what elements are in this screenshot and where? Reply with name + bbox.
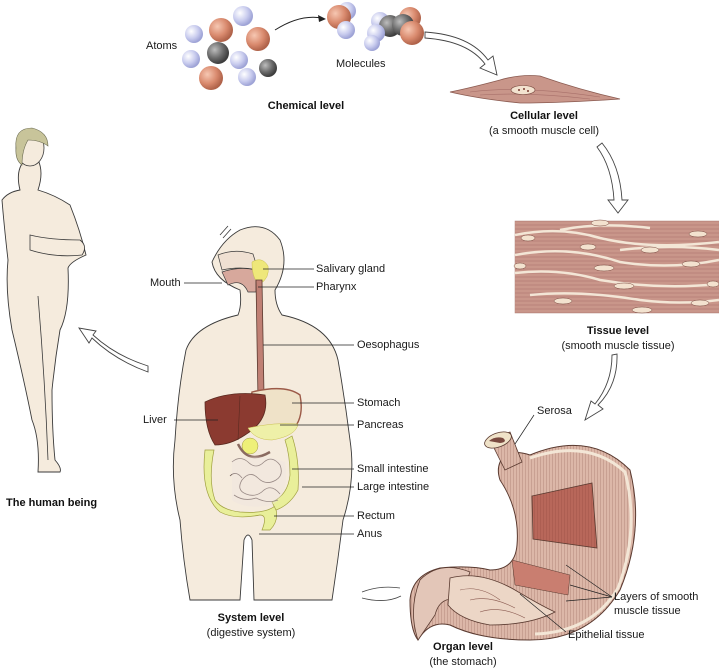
molecules-label: Molecules [336, 58, 386, 70]
system-leader-lines [174, 268, 354, 535]
arrowhead [318, 15, 326, 22]
atom-hydrogen [337, 21, 355, 39]
atoms-cluster [182, 6, 277, 90]
tissue-level-title: Tissue level [586, 325, 650, 337]
atoms-label: Atoms [146, 40, 178, 52]
system-level-subtitle: (digestive system) [206, 627, 296, 639]
atom-oxygen [209, 18, 233, 42]
muscle-leader-1 [565, 564, 613, 598]
atom-oxygen [246, 27, 270, 51]
layers-smooth-muscle-label-1: Layers of smooth [614, 591, 699, 603]
serosa-label: Serosa [537, 405, 572, 417]
human-figure [1, 127, 87, 473]
cellular-level-title: Cellular level [510, 110, 578, 122]
digestive-system-illustration [172, 225, 353, 601]
anus-label: Anus [357, 528, 383, 540]
smooth-muscle-tissue [513, 219, 719, 314]
organ-to-system-arrow [361, 586, 401, 593]
liver-label: Liver [143, 414, 167, 426]
organ-level-title: Organ level [433, 641, 493, 653]
atoms-to-molecules-arrow [274, 16, 323, 31]
chemical-level-title: Chemical level [267, 100, 345, 112]
salivary-gland-label: Salivary gland [316, 263, 386, 275]
layers-smooth-muscle-label-2: muscle tissue [614, 605, 681, 617]
human-hair [15, 127, 49, 166]
atom-hydrogen [364, 35, 380, 51]
atom-hydrogen [233, 6, 253, 26]
pharynx-label: Pharynx [316, 281, 357, 293]
molecules-cluster [327, 2, 424, 51]
atom-oxygen [199, 66, 223, 90]
rectum-label: Rectum [357, 510, 395, 522]
atom-hydrogen [185, 25, 203, 43]
cell-nucleus [510, 85, 536, 95]
atom-hydrogen [230, 51, 248, 69]
epithelial-tissue-label: Epithelial tissue [568, 629, 645, 641]
tissue-level-subtitle: (smooth muscle tissue) [561, 340, 675, 352]
small-intestine-label: Small intestine [357, 463, 429, 475]
atom-hydrogen [182, 50, 200, 68]
system-level-title: System level [217, 612, 285, 624]
mouth-label: Mouth [150, 277, 181, 289]
human-being-title: The human being [6, 497, 98, 509]
tissue-to-organ-arrow [584, 353, 618, 422]
muscle-leader-3 [565, 596, 613, 602]
muscle-leader-2 [569, 584, 613, 598]
cellular-level-subtitle: (a smooth muscle cell) [488, 125, 600, 137]
atom-carbon [207, 42, 229, 64]
cellular-to-tissue-arrow [596, 142, 629, 214]
stomach-illustration [409, 431, 637, 641]
organ-level-subtitle: (the stomach) [429, 656, 497, 668]
oesophagus-label: Oesophagus [357, 339, 420, 351]
pancreas-label: Pancreas [357, 419, 404, 431]
epithelial-leader [519, 593, 567, 633]
serosa-leader [514, 414, 535, 445]
atom-oxygen [400, 21, 424, 45]
stomach-label: Stomach [357, 397, 401, 409]
atom-carbon [259, 59, 277, 77]
chemical-to-cellular-arrow [424, 31, 498, 76]
system-to-organism-arrow [78, 327, 149, 373]
large-intestine-label: Large intestine [357, 481, 430, 493]
atom-hydrogen [238, 68, 256, 86]
smooth-muscle-cell [449, 75, 621, 104]
